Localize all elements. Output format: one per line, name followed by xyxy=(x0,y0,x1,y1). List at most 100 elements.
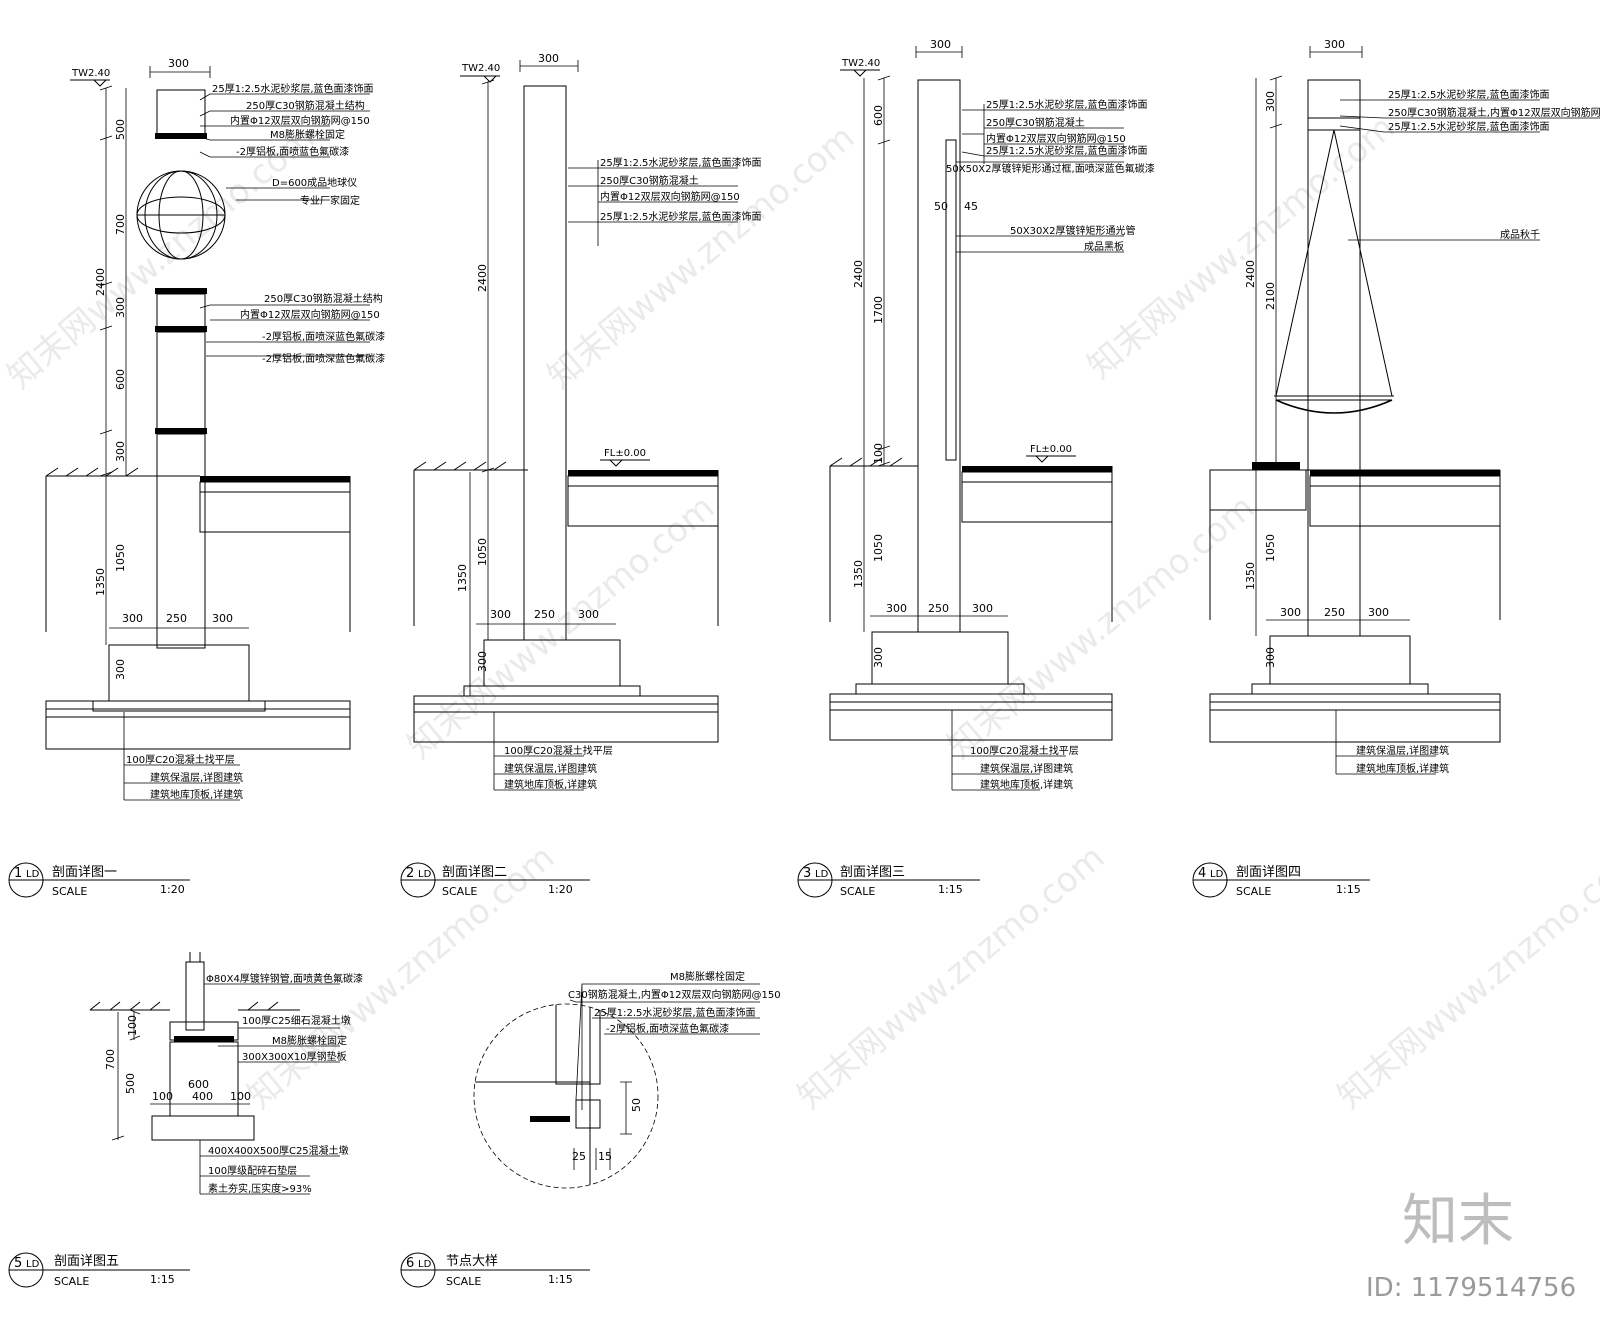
dim-text: 300 xyxy=(114,659,127,680)
detail-title: 剖面详图二 xyxy=(442,865,507,880)
detail-ref: LD xyxy=(418,869,432,880)
note-text: 素土夯实,压实度>93% xyxy=(208,1182,312,1195)
detail-title: 剖面详图一 xyxy=(52,865,117,880)
gravel-bed xyxy=(151,1115,255,1141)
detail-title: 剖面详图三 xyxy=(840,865,905,880)
steel-band xyxy=(155,326,207,332)
gravel-layer xyxy=(961,481,1113,523)
note-text: 内置Φ12双层双向钢筋网@150 xyxy=(240,308,380,321)
dim-text: 250 xyxy=(534,608,555,621)
section-edges xyxy=(413,470,719,626)
note-text: 25厚1:2.5水泥砂浆层,蓝色面漆饰面 xyxy=(1388,120,1550,133)
dim-text: 300 xyxy=(490,608,511,621)
note-text: M8膨胀螺栓固定 xyxy=(272,1034,347,1047)
detail-title: 剖面详图五 xyxy=(54,1254,119,1269)
cushion-layer xyxy=(45,700,351,710)
dim-text: 400 xyxy=(192,1090,213,1103)
watermark-text: 知末网www.znzmo.com xyxy=(940,487,1262,766)
dim-text: 600 xyxy=(188,1078,209,1091)
dim-text: 2100 xyxy=(1264,282,1277,310)
note-text: 建筑地库顶板,详建筑 xyxy=(504,778,597,791)
paving-layer xyxy=(962,466,1112,472)
dim-text: 300 xyxy=(212,612,233,625)
scale-value: 1:15 xyxy=(548,1273,573,1286)
scale-label: SCALE xyxy=(52,885,87,898)
wall xyxy=(917,79,961,633)
sand-layer xyxy=(1309,475,1501,487)
leader-notes: 25厚1:2.5水泥砂浆层,蓝色面漆饰面 250厚C30钢筋混凝土,内置Φ12双… xyxy=(1339,88,1600,241)
detail-title-block: 5 LD 剖面详图五 SCALE 1:15 xyxy=(8,1252,190,1288)
detail-5: 100 700 500 600 100 400 100 Φ80X4厚镀锌钢管,面… xyxy=(8,952,363,1288)
pipe-break xyxy=(189,952,201,962)
dim-chain xyxy=(111,1009,141,1141)
note-text: M8膨胀螺栓固定 xyxy=(670,970,745,983)
note-text: 建筑地库顶板,详建筑 xyxy=(980,778,1073,791)
detail-callout-circle xyxy=(473,1003,659,1189)
bottom-notes: 400X400X500厚C25混凝土墩 100厚级配碎石垫层 素土夯实,压实度>… xyxy=(199,1140,349,1195)
dim-text: 1050 xyxy=(1264,534,1277,562)
cushion-layer xyxy=(1209,693,1501,703)
note-text: 100厚C20混凝土找平层 xyxy=(126,753,235,766)
roof-slab xyxy=(413,711,719,743)
note-text: Φ80X4厚镀锌钢管,面喷黄色氟碳漆 xyxy=(206,972,363,985)
brand-logo: 知末 ID: 1179514756 xyxy=(1366,1189,1576,1303)
dim-text: 1350 xyxy=(1244,562,1257,590)
dim-line xyxy=(519,60,579,72)
dim-text: 300 xyxy=(930,38,951,51)
section-edges xyxy=(45,476,351,632)
section-edges xyxy=(1209,470,1501,620)
detail-title-block: 4 LD 剖面详图四 SCALE 1:15 xyxy=(1192,862,1370,898)
dim-line xyxy=(149,66,211,78)
dim-text: 300 xyxy=(872,647,885,668)
soil-hatch xyxy=(45,467,139,477)
dim-text: 2400 xyxy=(476,264,489,292)
dim-text: 300 xyxy=(114,441,127,462)
bottom-notes: 100厚C20混凝土找平层 建筑保温层,详图建筑 建筑地库顶板,详建筑 xyxy=(951,710,1079,791)
leveling-pad xyxy=(1251,683,1429,695)
detail-number: 3 xyxy=(803,866,811,881)
note-text: 100厚C20混凝土找平层 xyxy=(504,744,613,757)
detail-ref: LD xyxy=(26,1259,40,1270)
scale-value: 1:20 xyxy=(160,883,185,896)
detail-number: 6 xyxy=(406,1256,414,1271)
note-text: 100厚C25细石混凝土墩 xyxy=(242,1014,351,1027)
dim-text: 300 xyxy=(1264,91,1277,112)
dim-text: 2400 xyxy=(1244,260,1257,288)
aluminum-cladding xyxy=(156,331,206,433)
detail-1: 300 500 700 300 600 300 2400 1050 1350 3… xyxy=(8,57,385,898)
dim-text: 250 xyxy=(166,612,187,625)
dim-text: 1350 xyxy=(456,564,469,592)
note-text: 成品秋千 xyxy=(1500,228,1540,241)
dim-text: 1050 xyxy=(872,534,885,562)
paving-layer xyxy=(568,470,718,476)
insulation-layer xyxy=(829,701,1113,711)
note-text: 成品黑板 xyxy=(1084,240,1124,253)
detail-ref: LD xyxy=(26,869,40,880)
detail-6: 50 25 15 M8膨胀螺栓固定 C30钢筋混凝土,内置Φ12双层双向钢筋网@… xyxy=(400,970,781,1288)
dim-text: 100 xyxy=(152,1090,173,1103)
dim-text: 1050 xyxy=(114,544,127,572)
top-level-tag: TW2.40 xyxy=(841,58,880,69)
dim-text: 2400 xyxy=(94,268,107,296)
leader-notes: 25厚1:2.5水泥砂浆层,蓝色面漆饰面 250厚C30钢筋混凝土 内置Φ12双… xyxy=(946,98,1155,253)
footing xyxy=(1269,635,1411,685)
dim-text: 700 xyxy=(114,214,127,235)
note-text: 100厚级配碎石垫层 xyxy=(208,1164,297,1177)
dim-text: 600 xyxy=(114,369,127,390)
column-base xyxy=(156,433,206,649)
note-text: -2厚铝板,面喷深蓝色氟碳漆 xyxy=(606,1022,729,1035)
detail-title-block: 1 LD 剖面详图一 SCALE 1:20 xyxy=(8,862,190,898)
note-text: 建筑保温层,详图建筑 xyxy=(504,762,597,775)
footing xyxy=(108,644,250,702)
dim-chain xyxy=(1255,75,1283,636)
dim-text: 300 xyxy=(886,602,907,615)
dim-text: 500 xyxy=(124,1073,137,1094)
note-text: 250厚C30钢筋混凝土 xyxy=(986,116,1085,129)
note-text: 25厚1:2.5水泥砂浆层,蓝色面漆饰面 xyxy=(212,82,374,95)
footing xyxy=(871,631,1009,685)
finish-lines xyxy=(589,1004,601,1180)
level-marker xyxy=(600,459,650,467)
steel-band xyxy=(155,133,207,139)
note-text: 50X30X2厚镀锌矩形通光管 xyxy=(1010,224,1136,237)
